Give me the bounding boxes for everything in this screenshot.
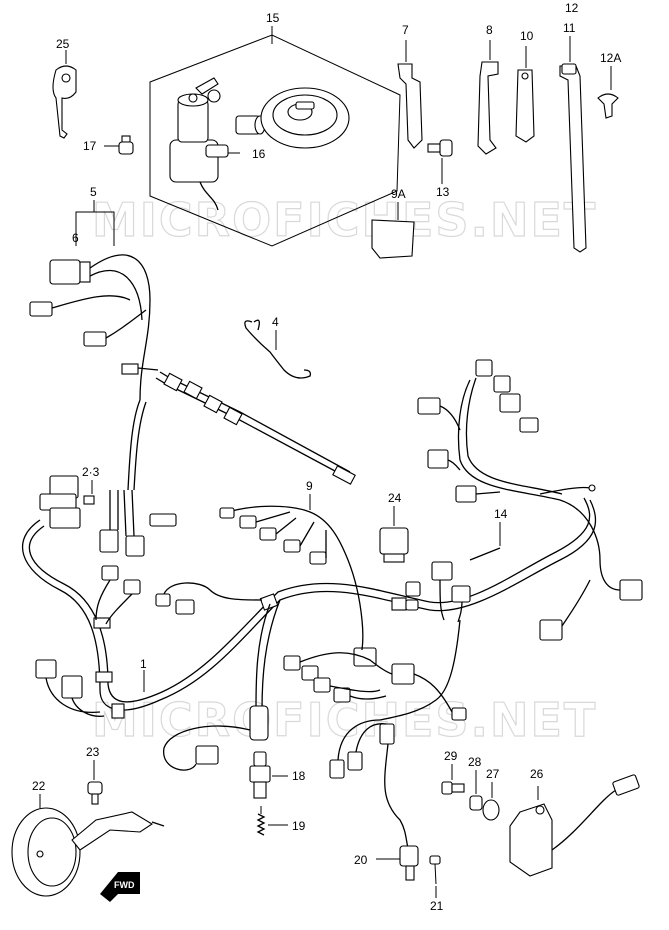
horn-22: [11, 807, 165, 897]
main-harness-1: [22, 497, 597, 719]
callout-21: 21: [430, 899, 444, 913]
callout-2-3: 2·3: [82, 465, 100, 479]
callout-14: 14: [494, 507, 508, 521]
sensor-26: [509, 774, 640, 877]
callout-17: 17: [83, 139, 97, 153]
connector-group-lower-left: [35, 565, 263, 717]
sub-harness-9: [219, 494, 363, 621]
connector-group-lower-center: [283, 619, 467, 849]
callout-27: 27: [486, 767, 500, 781]
bracket-10: [515, 69, 535, 143]
screw-21: [429, 855, 441, 885]
fwd-arrow: FWD: [100, 872, 140, 902]
callout-4: 4: [272, 315, 279, 329]
sub-harness-14: [417, 359, 601, 561]
watermark-top: MICROFICHES.NET: [92, 193, 597, 247]
relay-24: [379, 527, 409, 563]
callout-12a: 12A: [600, 51, 621, 65]
collar-27: [482, 799, 500, 821]
callout-5: 5: [90, 185, 97, 199]
connector-group-right: [405, 559, 643, 641]
fuse-box-2-3: [39, 475, 95, 529]
sub-harness-5: [29, 200, 159, 401]
key: [52, 65, 77, 139]
callout-16: 16: [252, 147, 266, 161]
callout-13: 13: [436, 185, 450, 199]
callout-labels: 15 25 17 16 7 8 10 12 11 12A 13 9A 5 6 4…: [32, 1, 621, 913]
callout-11: 11: [563, 21, 576, 35]
screw-17: [118, 135, 134, 155]
callout-29: 29: [444, 749, 458, 763]
callout-20: 20: [354, 853, 368, 867]
callout-8: 8: [486, 23, 493, 37]
callout-23: 23: [86, 745, 100, 759]
callout-9a: 9A: [391, 187, 406, 201]
cable-tie-11-12: [559, 63, 587, 253]
callout-10: 10: [520, 29, 534, 43]
callout-12: 12: [565, 1, 579, 15]
connector-group-left: [99, 489, 177, 557]
spring-19: [256, 806, 266, 836]
switch-18: [249, 751, 271, 799]
pad-9a: [371, 219, 415, 259]
callout-18: 18: [292, 769, 306, 783]
callout-24: 24: [388, 491, 402, 505]
callout-15: 15: [266, 11, 280, 25]
callout-9: 9: [306, 479, 313, 493]
sensor-20: [399, 845, 419, 881]
lead-lower-left: [163, 599, 281, 771]
bracket-7: [397, 63, 423, 149]
callout-28: 28: [468, 755, 482, 769]
callout-7: 7: [402, 23, 409, 37]
callout-6: 6: [72, 231, 79, 245]
spring-clip-4: [244, 319, 312, 379]
bracket-8: [477, 61, 499, 155]
main-harness-upper: [127, 371, 356, 491]
bolt-29: [441, 781, 465, 795]
callout-25: 25: [56, 37, 70, 51]
clip-12a: [597, 93, 619, 119]
grommet-28: [469, 795, 483, 811]
callout-19: 19: [292, 819, 306, 833]
callout-1: 1: [140, 657, 147, 671]
bolt-13: [427, 139, 453, 157]
fwd-label: FWD: [114, 880, 135, 890]
callout-26: 26: [530, 767, 544, 781]
callout-22: 22: [32, 779, 46, 793]
ignition-switch-set: [149, 34, 401, 247]
bolt-23: [87, 781, 103, 805]
